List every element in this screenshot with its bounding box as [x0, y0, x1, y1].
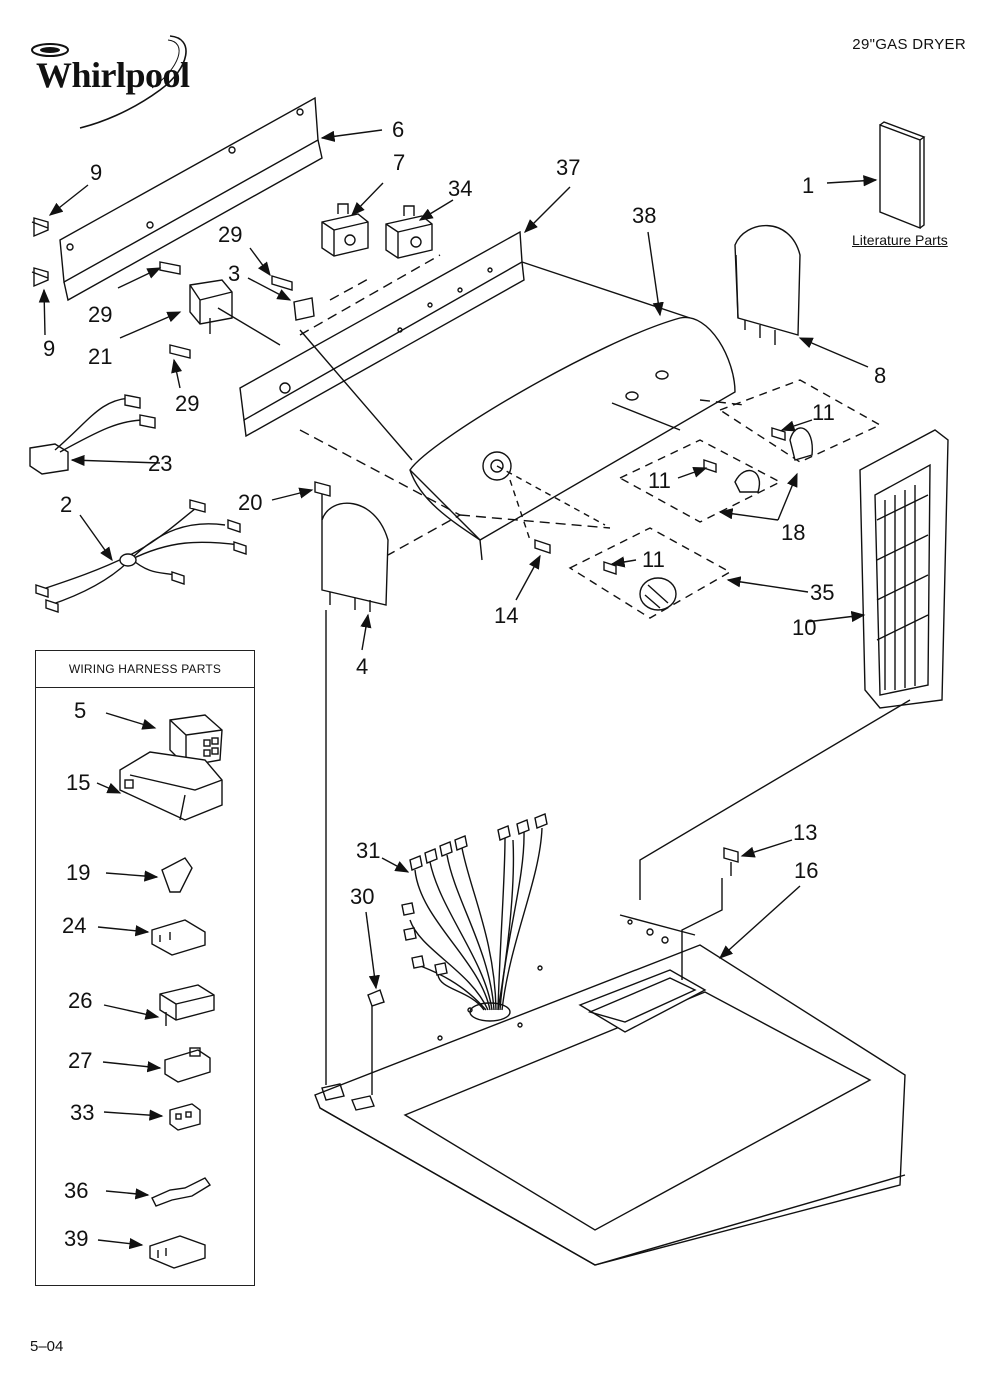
callout-20: 20: [238, 490, 263, 515]
wiring-callout-36: 36: [64, 1178, 89, 1203]
callout-31: 31: [356, 838, 381, 863]
clip-30: [367, 989, 385, 1007]
callout-23: 23: [148, 451, 173, 476]
switch-7: [321, 203, 369, 257]
callout-18: 18: [781, 520, 806, 545]
switch-34: [385, 205, 433, 259]
screw-13: [723, 847, 739, 876]
model-title: 29"GAS DRYER: [852, 36, 966, 53]
callout-11-mid: 11: [648, 468, 671, 493]
callout-30: 30: [350, 884, 375, 909]
callout-29-bottom: 29: [175, 391, 200, 416]
wiring-part-5-shape: [169, 714, 223, 767]
wiring-part-24-shape: [151, 919, 206, 956]
wiring-part-36-shape: [151, 1177, 212, 1207]
end-cap-8: [734, 224, 801, 345]
page-code: 5–04: [30, 1338, 64, 1355]
wiring-harness-parts-box: WIRING HARNESS PARTS: [35, 650, 255, 1286]
wiring-part-26-shape: [159, 984, 215, 1026]
knob-top: [771, 427, 813, 461]
knob-mid: [703, 459, 761, 493]
screw-20: [314, 481, 331, 520]
callout-9-bottom: 9: [43, 336, 56, 361]
callout-4: 4: [356, 654, 369, 679]
screw-14: [534, 539, 551, 554]
callout-38: 38: [632, 203, 657, 228]
callout-14: 14: [494, 603, 519, 628]
end-cap-4: [321, 502, 389, 612]
screw-29b: [271, 275, 293, 291]
callout-9-top: 9: [90, 160, 103, 185]
wiring-part-27-shape: [164, 1047, 211, 1083]
logo-swoosh-icon: [31, 35, 187, 129]
callout-2: 2: [60, 492, 73, 517]
top-panel-16: [314, 914, 906, 1266]
wiring-part-33-shape: [169, 1103, 201, 1131]
wiring-callout-15: 15: [66, 770, 91, 795]
wire-harness-2: [35, 499, 247, 613]
wiring-part-15-shape: [119, 751, 223, 821]
connector-23: [29, 394, 156, 475]
wire-bundle-31: [401, 813, 548, 1011]
wiring-callout-19: 19: [66, 860, 91, 885]
switch-3: [293, 297, 315, 321]
screw-29a: [159, 261, 181, 275]
callout-6: 6: [392, 117, 405, 142]
knob-group-18: [618, 439, 782, 523]
console-frame-37: [239, 230, 525, 438]
lint-screen-10: [859, 429, 949, 709]
callout-11-bottom: 11: [642, 547, 665, 572]
callout-8: 8: [874, 363, 887, 388]
callout-35: 35: [810, 580, 835, 605]
rear-control-panel: [59, 96, 323, 302]
screw-29c: [169, 344, 191, 359]
callout-13: 13: [793, 820, 818, 845]
knob-bottom: [603, 561, 677, 611]
wiring-callout-39: 39: [64, 1226, 89, 1251]
literature-booklet: [879, 121, 926, 230]
callout-16: 16: [794, 858, 819, 883]
wiring-part-39-shape: [149, 1235, 206, 1269]
wiring-callout-26: 26: [68, 988, 93, 1013]
knob-group-35: [568, 527, 732, 619]
brand-name: Whirlpool: [36, 55, 190, 95]
callout-1: 1: [802, 173, 815, 198]
wiring-callout-5: 5: [74, 698, 87, 723]
callout-21: 21: [88, 344, 113, 369]
callout-34: 34: [448, 176, 473, 201]
wiring-callout-27: 27: [68, 1048, 93, 1073]
screw-9b: [31, 267, 49, 288]
timer-21: [189, 279, 281, 346]
callout-10: 10: [792, 615, 817, 640]
wiring-callout-24: 24: [62, 913, 87, 938]
callout-7: 7: [393, 150, 406, 175]
knob-group-11-top: [718, 379, 882, 463]
callout-3: 3: [228, 261, 241, 286]
wiring-box-title: WIRING HARNESS PARTS: [36, 651, 254, 688]
wiring-part-19-shape: [161, 857, 193, 893]
wiring-callout-33: 33: [70, 1100, 95, 1125]
callout-29-left: 29: [88, 302, 113, 327]
screw-9a: [31, 217, 49, 238]
literature-parts-label: Literature Parts: [852, 232, 948, 248]
callout-37: 37: [556, 155, 581, 180]
callout-11-top: 11: [812, 400, 835, 425]
callout-29-mid: 29: [218, 222, 243, 247]
